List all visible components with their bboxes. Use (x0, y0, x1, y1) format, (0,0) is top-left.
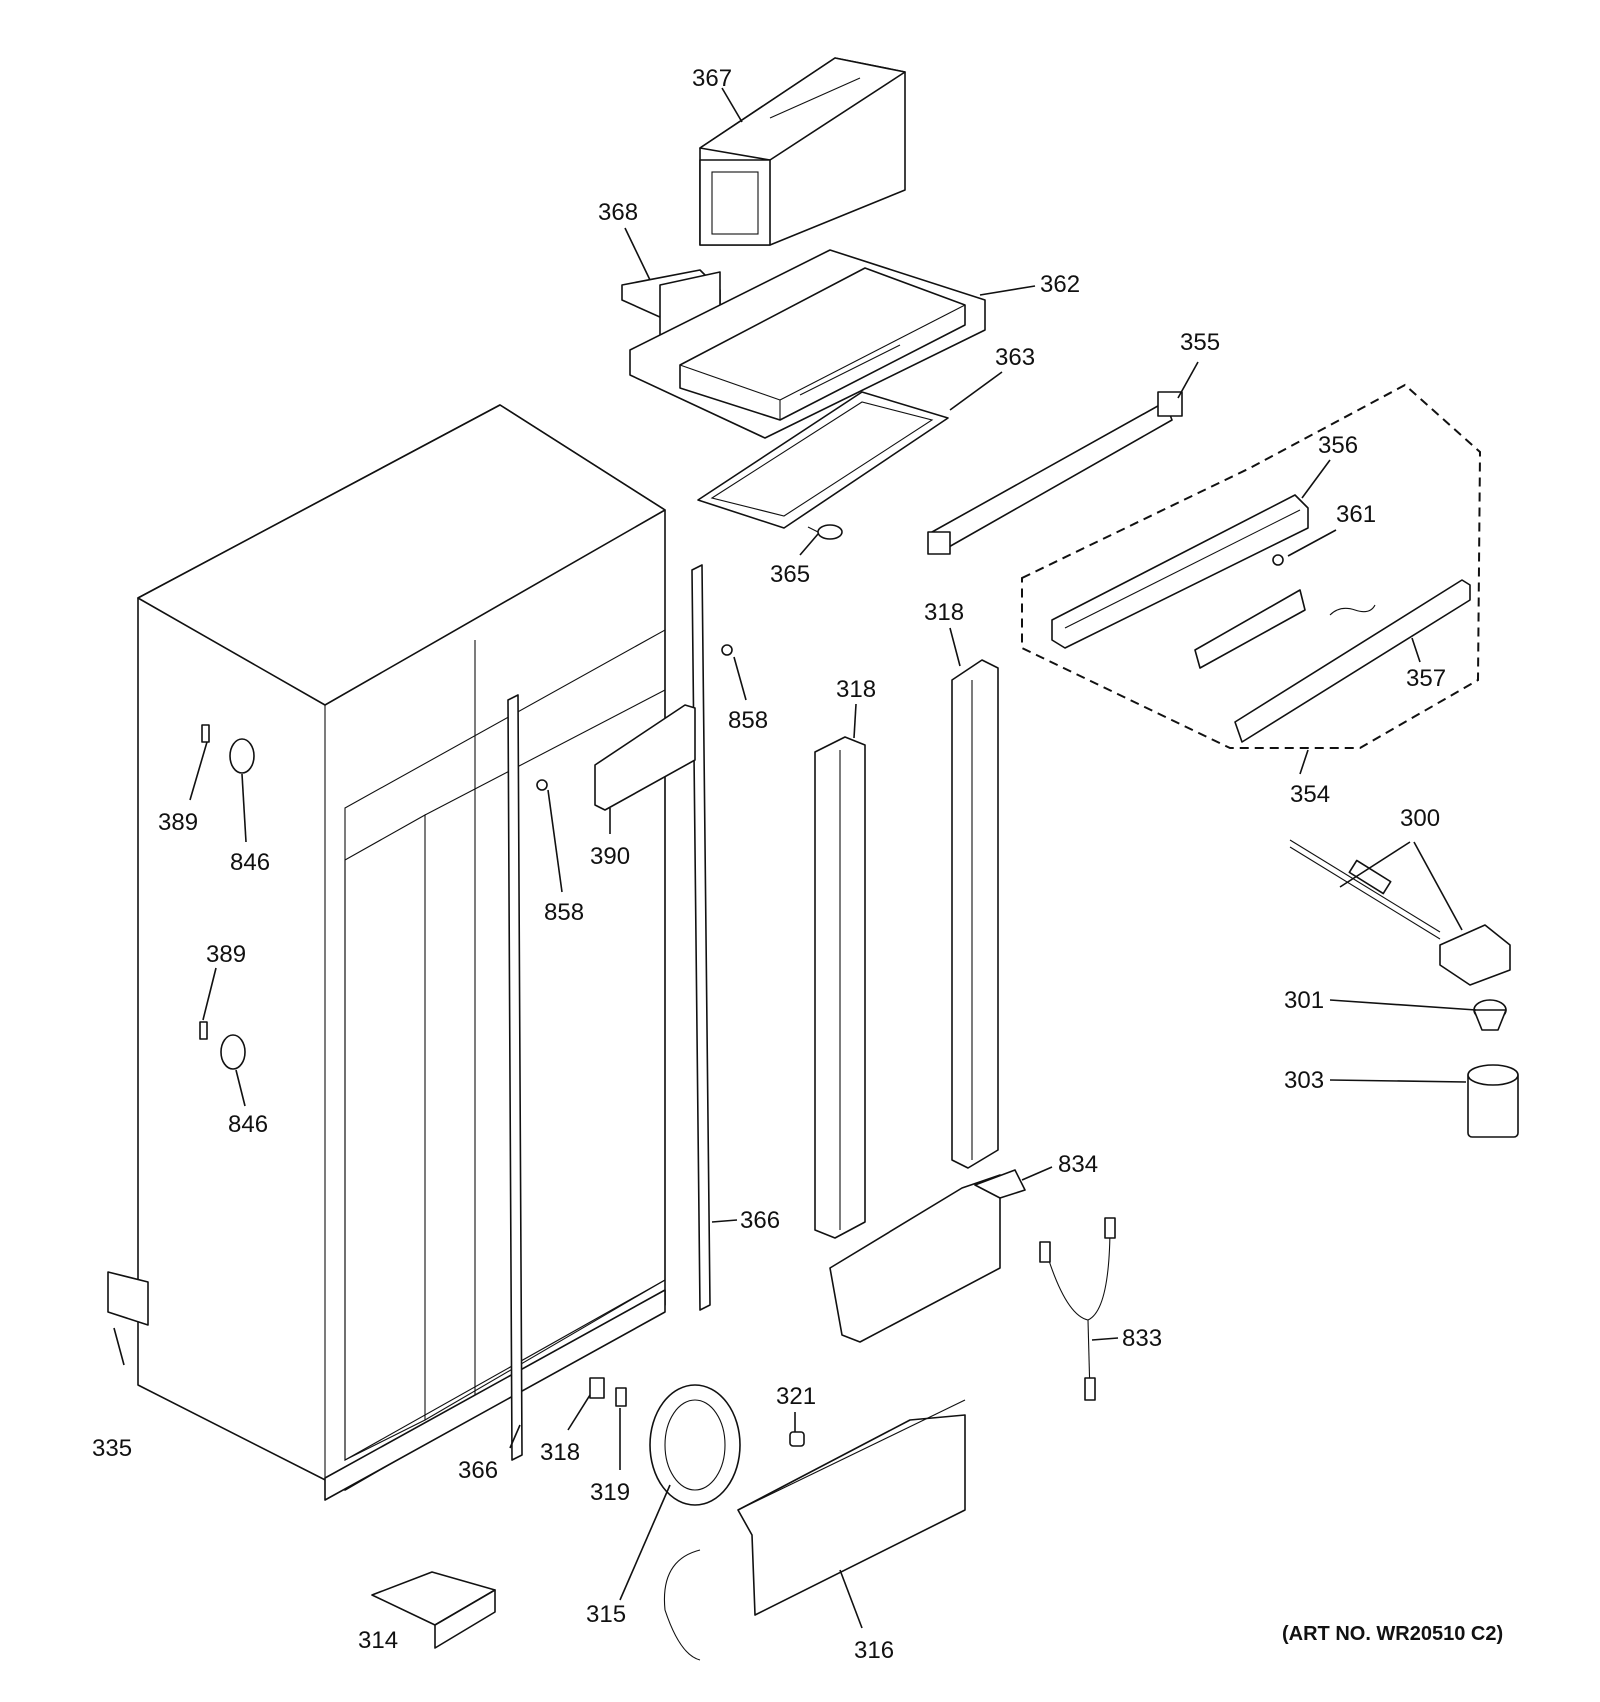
callout-303: 303 (1284, 1067, 1324, 1094)
callout-355: 355 (1180, 329, 1220, 356)
part-366-trim-left (507, 694, 523, 1461)
part-cabinet (137, 404, 666, 1501)
callout-390: 390 (590, 843, 630, 870)
callout-335: 335 (92, 1435, 132, 1462)
callout-316: 316 (854, 1637, 894, 1664)
part-365-clip (807, 524, 843, 540)
callout-389-b: 389 (206, 941, 246, 968)
callout-834: 834 (1058, 1151, 1098, 1178)
part-355-strip (927, 391, 1183, 555)
art-number: (ART NO. WR20510 C2) (1282, 1623, 1503, 1645)
part-362-housing (629, 249, 986, 439)
callout-labels: 367 368 362 363 355 356 361 357 354 365 … (92, 65, 1446, 1664)
callout-846-a: 846 (230, 849, 270, 876)
callout-858-a: 858 (728, 707, 768, 734)
part-318-channel-left (814, 736, 866, 1239)
callout-389-a: 389 (158, 809, 198, 836)
callout-301: 301 (1284, 987, 1324, 1014)
part-389-846-lower (199, 1021, 246, 1070)
part-858-screw-lower (536, 779, 548, 791)
callout-314: 314 (358, 1627, 398, 1654)
part-363-frame (697, 391, 949, 529)
callout-319: 319 (590, 1479, 630, 1506)
part-315-coil (649, 1384, 741, 1661)
callout-318-b: 318 (924, 599, 964, 626)
part-366-trim-right (691, 564, 711, 1311)
callout-356: 356 (1318, 432, 1358, 459)
callout-833: 833 (1122, 1325, 1162, 1352)
part-300-assembly (1289, 839, 1511, 986)
part-314-cover (371, 1571, 496, 1649)
callout-357: 357 (1406, 665, 1446, 692)
callout-321: 321 (776, 1383, 816, 1410)
part-319-screw (615, 1387, 627, 1407)
leader-lines (113, 87, 1477, 1629)
part-303-cap (1467, 1064, 1519, 1138)
part-834-bracket (829, 1169, 1026, 1343)
callout-858-b: 858 (544, 899, 584, 926)
part-321-fitting (789, 1431, 805, 1447)
part-318-channel-right (951, 659, 999, 1169)
callout-367: 367 (692, 65, 732, 92)
part-367-duct (699, 57, 906, 246)
callout-366-a: 366 (740, 1207, 780, 1234)
part-335-vent (107, 1271, 149, 1326)
callout-363: 363 (995, 344, 1035, 371)
callout-318-a: 318 (836, 676, 876, 703)
callout-318-c: 318 (540, 1439, 580, 1466)
callout-368: 368 (598, 199, 638, 226)
callout-365: 365 (770, 561, 810, 588)
callout-354: 354 (1290, 781, 1330, 808)
callout-366-b: 366 (458, 1457, 498, 1484)
part-316-panel (737, 1399, 966, 1616)
callout-361: 361 (1336, 501, 1376, 528)
part-318-clip (589, 1377, 605, 1399)
part-389-846-upper (201, 724, 255, 774)
part-858-screw-upper (721, 644, 733, 656)
callout-300: 300 (1400, 805, 1440, 832)
callout-362: 362 (1040, 271, 1080, 298)
callout-315: 315 (586, 1601, 626, 1628)
part-390-plate (594, 704, 696, 811)
part-354-control-assembly (1021, 383, 1482, 749)
callout-846-b: 846 (228, 1111, 268, 1138)
part-833-harness (1039, 1217, 1116, 1401)
part-301-bearing (1473, 999, 1507, 1031)
